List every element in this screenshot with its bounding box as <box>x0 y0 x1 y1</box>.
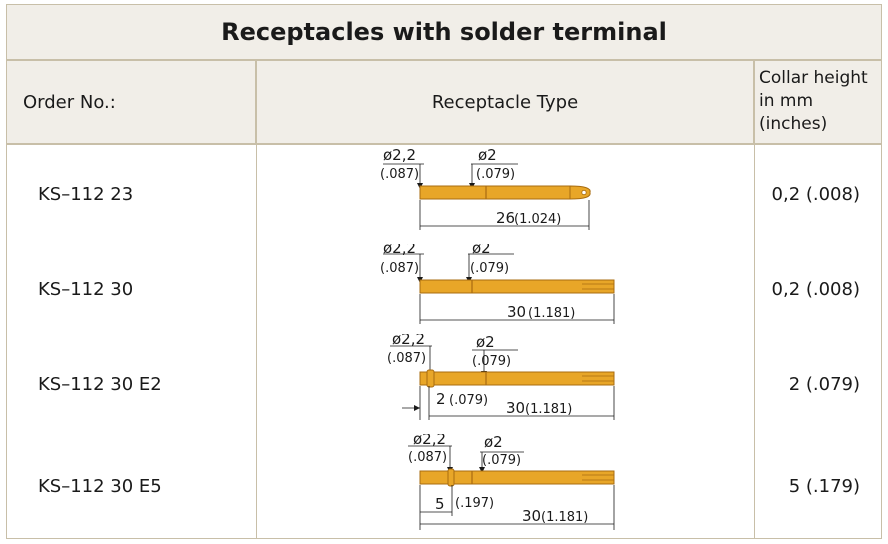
row-2-order-no: KS–112 30 <box>6 244 256 334</box>
pin-collar <box>426 369 435 388</box>
r4-d1: ø2,2 <box>413 434 446 448</box>
r2-d2: ø2 <box>472 244 491 257</box>
header-collar-line-2: in mm <box>759 91 814 111</box>
header-collar-height: Collar height in mm (inches) <box>754 60 882 144</box>
r1-d1: ø2,2 <box>383 146 416 164</box>
row-3-order-no: KS–112 30 E2 <box>6 334 256 434</box>
r1-d1-in: (.087) <box>380 167 419 182</box>
r3-d2: ø2 <box>476 334 495 351</box>
table-title: Receptacles with solder terminal <box>6 4 882 60</box>
r3-d1-in: (.087) <box>387 351 426 366</box>
receptacle-drawing-4: ø2,2 (.087) ø2 (.079) 5 (.197) 30 (1.181… <box>408 430 615 530</box>
r4-len: 30 <box>522 507 541 525</box>
row-3-drawing: ø2,2 (.087) ø2 (.079) 2 (.079) 30 (1.181… <box>256 330 754 434</box>
r3-d1: ø2,2 <box>392 334 425 348</box>
row-1-collar: 0,2 (.008) <box>754 144 882 244</box>
r3-collar-dim-in: (.079) <box>449 393 488 408</box>
r2-len: 30 <box>507 303 526 321</box>
column-divider-2 <box>754 144 755 539</box>
row-4-drawing: ø2,2 (.087) ø2 (.079) 5 (.197) 30 (1.181… <box>256 430 754 539</box>
r3-len: 30 <box>506 399 525 417</box>
r1-len: 26 <box>496 209 515 227</box>
header-collar-line-1: Collar height <box>759 68 868 88</box>
r3-len-in: (1.181) <box>525 402 572 417</box>
r1-len-in: (1.024) <box>514 212 561 227</box>
row-1-order-no: KS–112 23 <box>6 144 256 244</box>
row-3-collar: 2 (.079) <box>754 334 882 434</box>
header-receptacle-type: Receptacle Type <box>256 60 754 144</box>
pin-body <box>419 279 615 294</box>
header-collar-line-3: (inches) <box>759 114 828 134</box>
r3-collar-dim: 2 <box>436 390 446 408</box>
r4-d2-in: (.079) <box>482 453 521 468</box>
r4-len-in: (1.181) <box>541 510 588 525</box>
column-divider-1 <box>256 144 257 539</box>
r2-d1-in: (.087) <box>380 261 419 276</box>
r1-d2: ø2 <box>478 146 497 164</box>
receptacle-drawing-3: ø2,2 (.087) ø2 (.079) 2 (.079) 30 (1.181… <box>387 330 615 420</box>
r4-collar-dim: 5 <box>435 495 445 513</box>
row-4-order-no: KS–112 30 E5 <box>6 434 256 539</box>
r4-collar-dim-in: (.197) <box>455 496 494 511</box>
row-4-collar: 5 (.179) <box>754 434 882 539</box>
receptacle-drawing-2: ø2,2 (.087) ø2 (.079) 30 (1.181) <box>380 239 615 324</box>
r2-d1: ø2,2 <box>383 244 416 257</box>
receptacle-drawing-1: ø2,2 (.087) ø2 (.079) 26 (1.024) <box>380 146 591 230</box>
r1-d2-in: (.079) <box>476 167 515 182</box>
pin-body <box>419 470 615 485</box>
row-2-drawing: ø2,2 (.087) ø2 (.079) 30 (1.181) <box>256 239 754 334</box>
pin-body <box>419 371 615 386</box>
pin-collar <box>447 468 455 487</box>
header-order-no: Order No.: <box>6 60 256 144</box>
row-1-drawing: ø2,2 (.087) ø2 (.079) 26 (1.024) <box>256 144 754 244</box>
pin-body <box>419 185 571 200</box>
r4-d1-in: (.087) <box>408 450 447 465</box>
r2-d2-in: (.079) <box>470 261 509 276</box>
r3-d2-in: (.079) <box>472 354 511 369</box>
r2-len-in: (1.181) <box>528 306 575 321</box>
row-2-collar: 0,2 (.008) <box>754 244 882 334</box>
r4-d2: ø2 <box>484 434 503 451</box>
